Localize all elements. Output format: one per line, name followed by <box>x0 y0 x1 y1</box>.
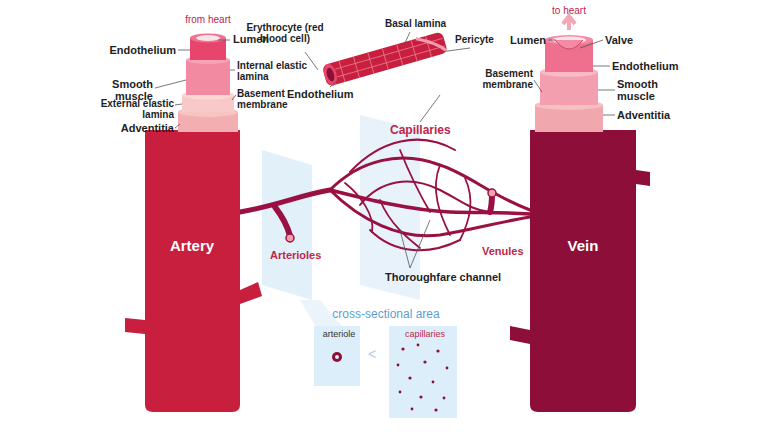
part-label: Erythrocyte (red blood cell) <box>244 22 326 44</box>
part-label: Internal elastic lamina <box>237 60 309 82</box>
part-label: Basal lamina <box>385 18 446 29</box>
part-label: Endothelium <box>109 44 176 56</box>
part-label: Adventitia <box>121 122 174 134</box>
cross-section-panel: capillaries <box>389 326 461 418</box>
part-label: Thoroughfare channel <box>385 271 501 283</box>
panel-label: capillaries <box>389 326 461 339</box>
part-label: to heart <box>534 5 604 16</box>
panel-label: arteriole <box>314 326 364 339</box>
part-label: Lumen <box>510 34 546 46</box>
part-label: cross-sectional area <box>316 308 456 321</box>
part-label: Smooth muscle <box>617 78 673 102</box>
part-label: Venules <box>482 245 524 257</box>
part-label: Arterioles <box>270 249 321 261</box>
part-label: Capillaries <box>390 124 451 137</box>
vessel-name: Vein <box>543 238 623 254</box>
part-label: Valve <box>605 34 633 46</box>
part-label: Pericyte <box>455 34 494 45</box>
vessel-name: Artery <box>152 238 232 254</box>
part-label: Basement membrane <box>463 68 533 90</box>
part-label: from heart <box>168 14 248 25</box>
cross-section-panel: arteriole <box>314 326 364 386</box>
part-label: Endothelium <box>287 88 354 100</box>
part-label: Adventitia <box>617 109 670 121</box>
part-label: Endothelium <box>612 60 679 72</box>
part-label: < <box>368 347 376 362</box>
part-label: External elastic lamina <box>96 98 174 120</box>
